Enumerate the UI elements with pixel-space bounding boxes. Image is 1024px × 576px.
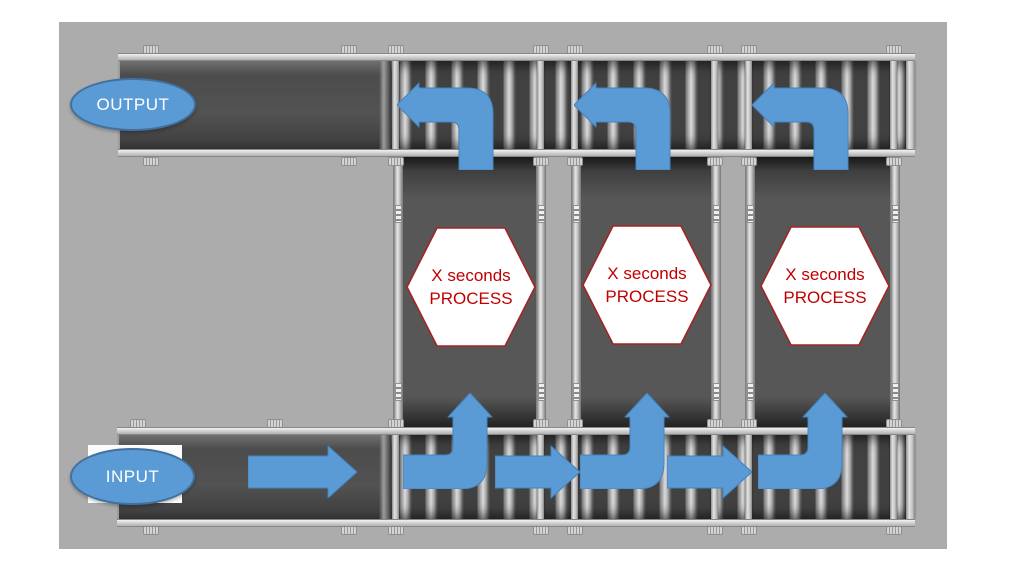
mount-tab [886,526,902,535]
section-divider-post [890,61,897,149]
output-label: OUTPUT [96,94,170,114]
output-label-ellipse: OUTPUT [70,78,196,131]
mount-tab [567,526,583,535]
mount-tab [707,157,723,166]
mount-tab [533,526,549,535]
station-time-label: X seconds [607,264,687,283]
conveyor-frame-rail [392,53,915,61]
section-divider-post [537,61,544,149]
mount-tab [341,157,357,166]
process-station-badge-2: X seconds PROCESS [582,224,712,346]
section-divider-post [392,61,399,149]
right-arrow-icon [667,445,753,499]
hexagon-shape [760,226,890,346]
process-station-badge-3: X seconds PROCESS [760,225,890,347]
hexagon-shape [582,225,712,345]
connector-side-rail [571,157,581,427]
mount-tab [143,526,159,535]
mount-tab [707,526,723,535]
conveyor-frame-rail [118,149,393,157]
conveyor-frame-rail [392,519,915,527]
mount-tab [388,157,404,166]
conveyor-frame-rail [117,427,393,435]
right-arrow-icon [248,445,358,499]
input-label-ellipse: INPUT [70,448,195,505]
mount-tab [886,157,902,166]
process-station-badge-1: X seconds PROCESS [406,226,536,348]
mount-tab [567,157,583,166]
mount-tab [533,157,549,166]
connector-side-rail [711,157,721,427]
belt-end-roller [379,61,391,149]
conveyor-frame-rail [117,519,393,527]
diagram-canvas: X seconds PROCESS X seconds PROCESS X se… [59,22,947,549]
curved-left-arrow-icon [397,82,494,170]
connector-side-rail [890,157,900,427]
station-process-label: PROCESS [429,289,513,308]
curved-left-arrow-icon [752,82,849,170]
section-divider-post [711,61,718,149]
roller-bed-end-plate [906,61,915,149]
section-divider-post [392,435,399,519]
station-time-label: X seconds [785,265,865,284]
connector-side-rail [393,157,403,427]
station-process-label: PROCESS [605,287,689,306]
connector-side-rail [536,157,546,427]
curved-up-arrow-icon [758,393,848,489]
curved-up-arrow-icon [580,393,670,489]
mount-tab [143,157,159,166]
input-label: INPUT [105,466,160,486]
belt-surface [118,61,393,149]
hexagon-shape [406,227,536,347]
mount-tab [341,526,357,535]
station-time-label: X seconds [431,266,511,285]
mount-tab [741,157,757,166]
curved-up-arrow-icon [403,393,493,489]
connector-side-rail [745,157,755,427]
mount-tab [388,526,404,535]
section-divider-post [745,435,752,519]
right-arrow-icon [495,445,581,499]
mount-tab [741,526,757,535]
curved-left-arrow-icon [574,82,671,170]
roller-bed-end-plate [906,435,915,519]
section-divider-post [745,61,752,149]
conveyor-frame-rail [118,53,393,61]
output-belt-conveyor [118,53,393,157]
section-divider-post [890,435,897,519]
belt-end-roller [379,435,391,519]
station-process-label: PROCESS [783,288,867,307]
